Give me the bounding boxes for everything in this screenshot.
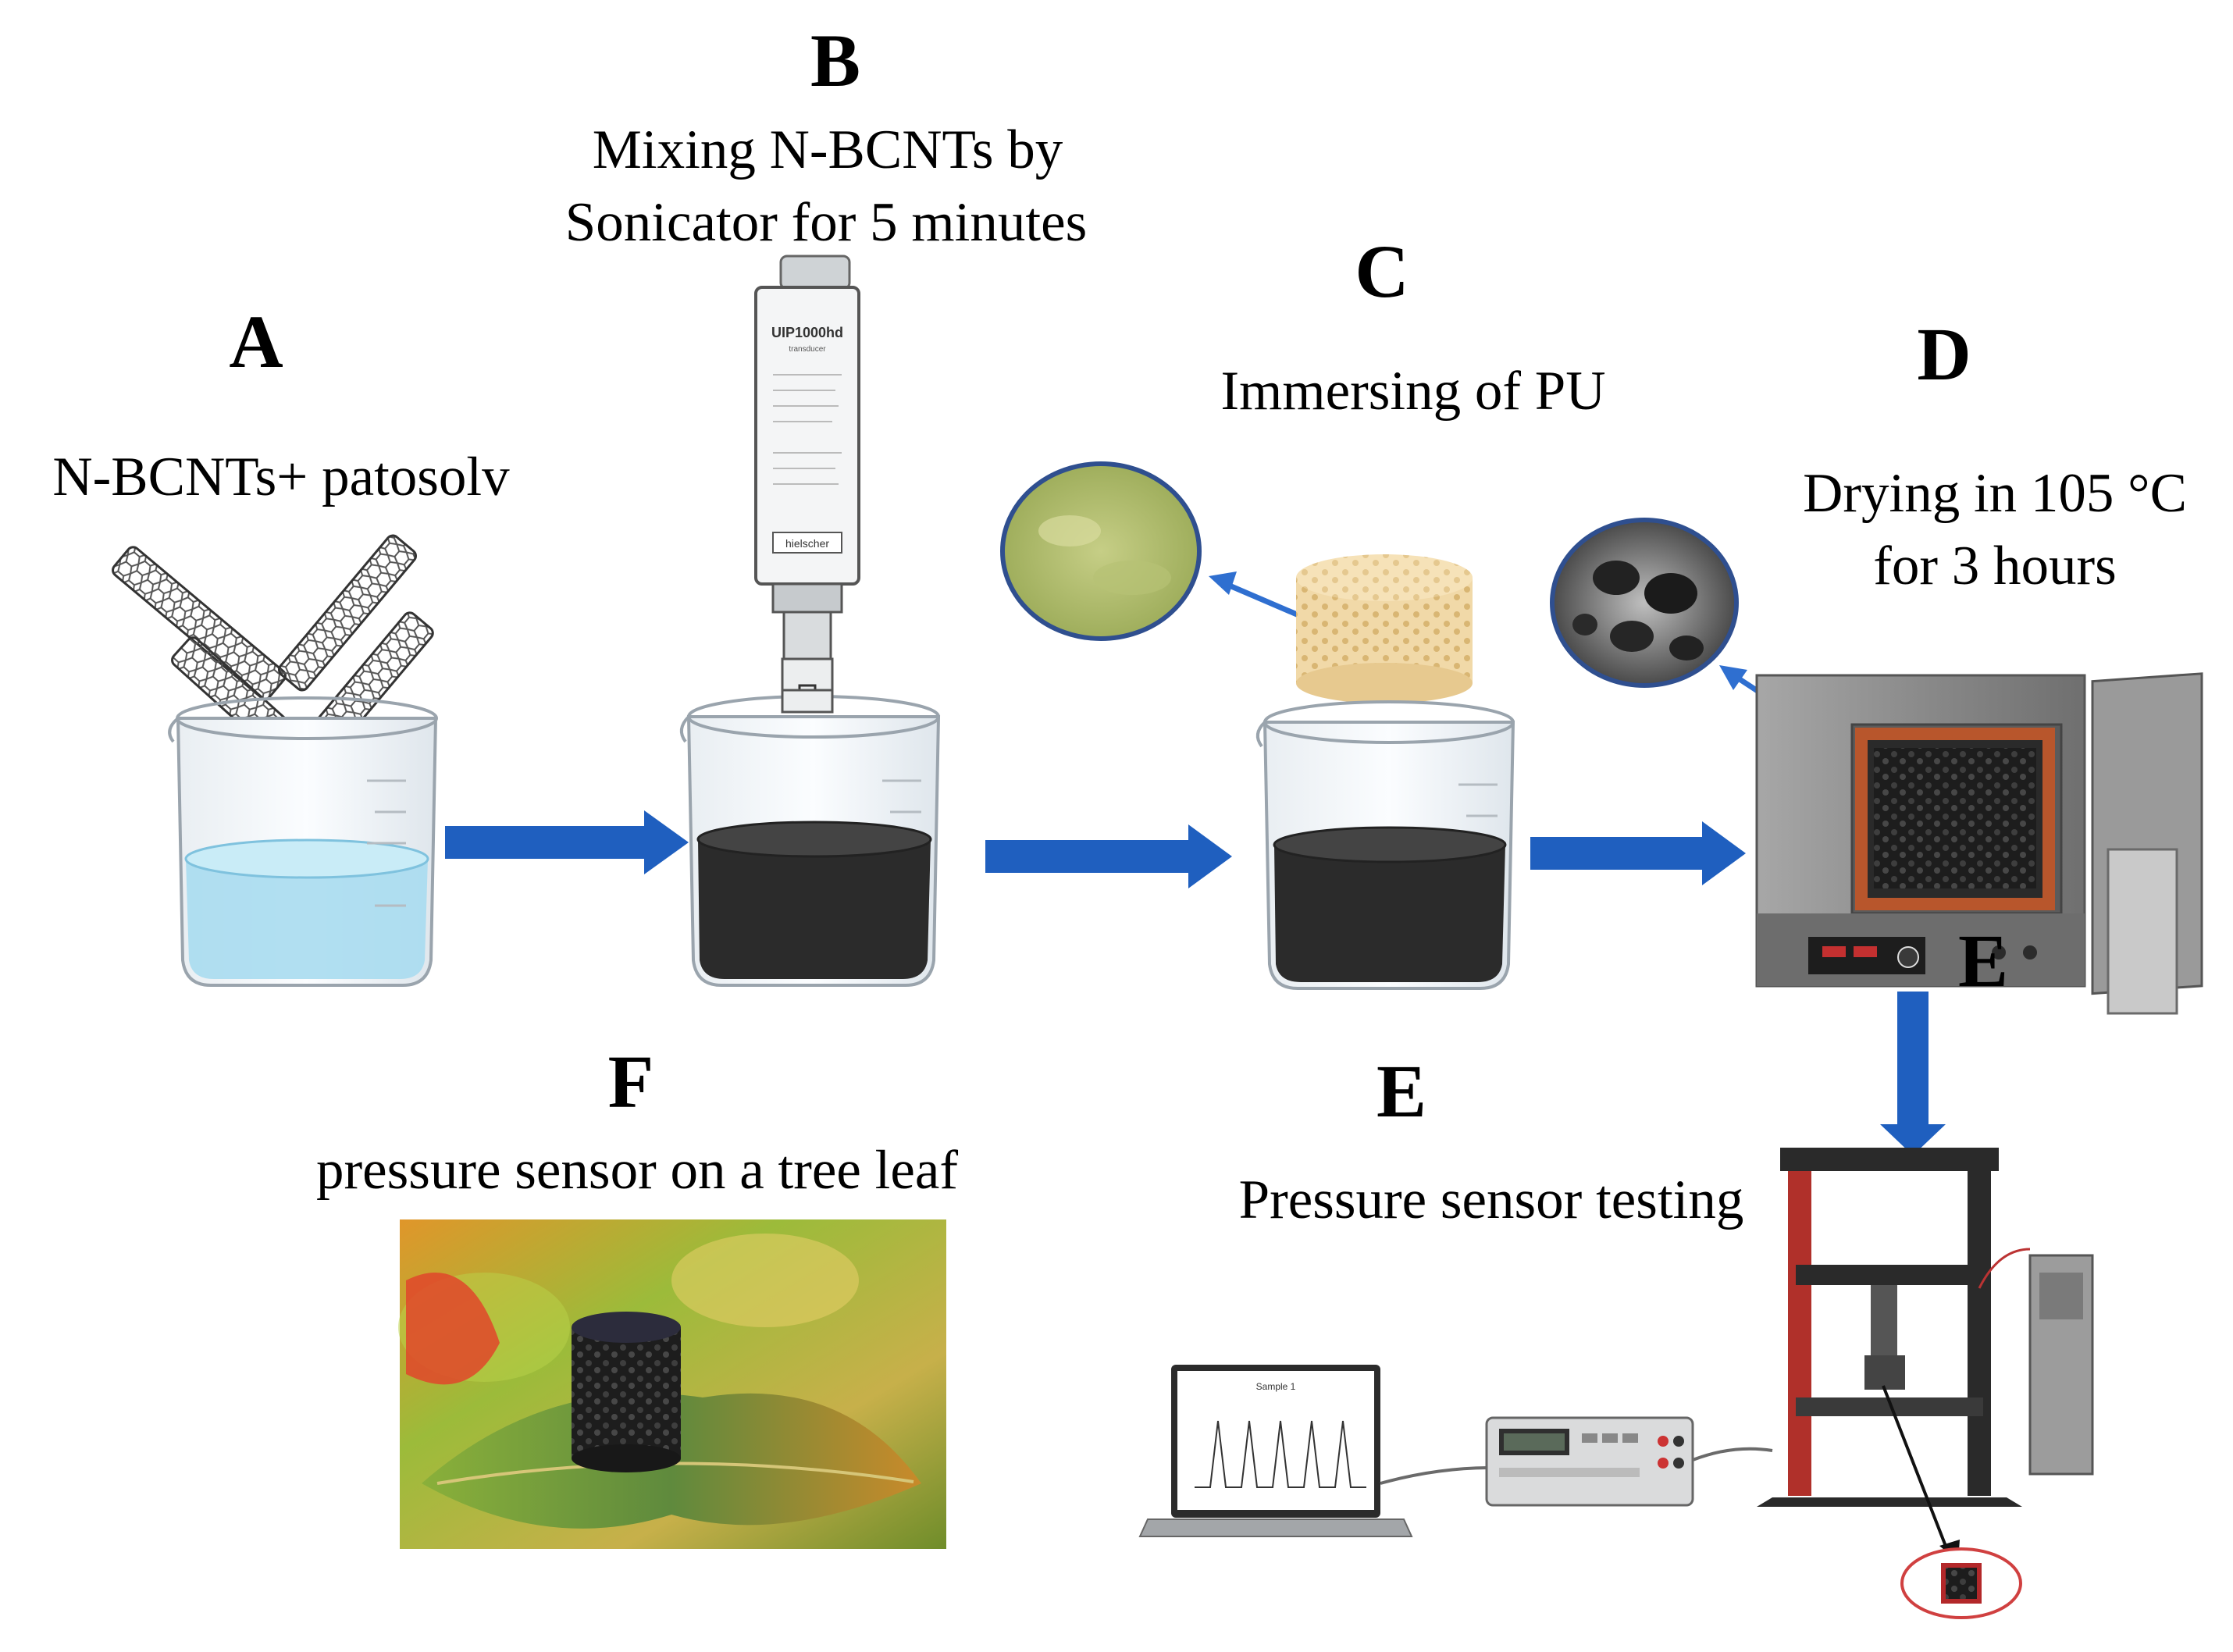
stage-b-caption-line2: Sonicator for 5 minutes bbox=[565, 192, 1087, 253]
multimeter-icon bbox=[1485, 1416, 1694, 1507]
laptop-chart-legend: Sample 1 bbox=[1256, 1381, 1296, 1392]
sonicator-brand: hielscher bbox=[785, 537, 829, 550]
stage-b-letter: B bbox=[810, 19, 860, 102]
stage-c-letter: C bbox=[1355, 230, 1409, 313]
flow-arrow-a-b bbox=[445, 810, 689, 874]
sonicator-model: UIP1000hd bbox=[771, 325, 843, 340]
zoom-arrow bbox=[1209, 571, 1304, 620]
beaker-icon bbox=[168, 696, 438, 987]
stage-d: D Drying in 105 °C for 3 hours bbox=[1550, 312, 2203, 1015]
beaker-icon bbox=[1255, 700, 1515, 990]
stage-e-letter: E bbox=[1376, 1049, 1426, 1133]
stage-c-caption: Immersing of PU bbox=[1220, 361, 1605, 422]
stage-b-caption-line1: Mixing N-BCNTs by bbox=[593, 119, 1063, 180]
stage-c: C Immersing of PU bbox=[1000, 230, 1606, 990]
stage-d-letter: D bbox=[1917, 312, 1971, 396]
oven-icon bbox=[1755, 672, 2203, 1015]
tester-icon bbox=[1757, 1148, 2094, 1619]
stage-a-caption: N-BCNTs+ patosolv bbox=[52, 447, 510, 507]
stage-f-caption: pressure sensor on a tree leaf bbox=[316, 1140, 958, 1201]
foam-icon bbox=[1296, 554, 1473, 703]
cable-laptop-meter bbox=[1380, 1466, 1492, 1485]
sonicator-sub: transducer bbox=[789, 345, 826, 354]
stage-e: E Pressure sensor testing Sample 1 bbox=[1138, 1049, 2094, 1619]
cable-meter-tester bbox=[1692, 1447, 1773, 1462]
leaf-photo bbox=[398, 1219, 946, 1549]
pu-surface-zoom bbox=[1000, 461, 1202, 641]
sonicator-icon: UIP1000hd transducer hielscher bbox=[754, 255, 860, 710]
stage-a: A N-BCNTs+ patosolv bbox=[52, 300, 510, 987]
stage-a-letter: A bbox=[229, 300, 283, 383]
flow-arrow-b-c bbox=[985, 824, 1232, 888]
stray-label-e: E bbox=[1958, 919, 2008, 1002]
beaker-icon bbox=[679, 689, 941, 987]
stage-e-caption: Pressure sensor testing bbox=[1239, 1170, 1744, 1230]
stage-f: F pressure sensor on a tree leaf bbox=[316, 1040, 958, 1549]
sem-zoom bbox=[1550, 518, 1739, 688]
stage-f-letter: F bbox=[608, 1040, 654, 1123]
flow-arrow-c-d bbox=[1530, 821, 1746, 885]
stage-d-caption-line2: for 3 hours bbox=[1873, 536, 2117, 596]
laptop-icon: Sample 1 bbox=[1138, 1365, 1413, 1537]
flow-arrow-d-e bbox=[1880, 992, 1946, 1155]
stage-b: B Mixing N-BCNTs by Sonicator for 5 minu… bbox=[565, 19, 1087, 987]
stage-d-caption-line1: Drying in 105 °C bbox=[1803, 463, 2187, 524]
